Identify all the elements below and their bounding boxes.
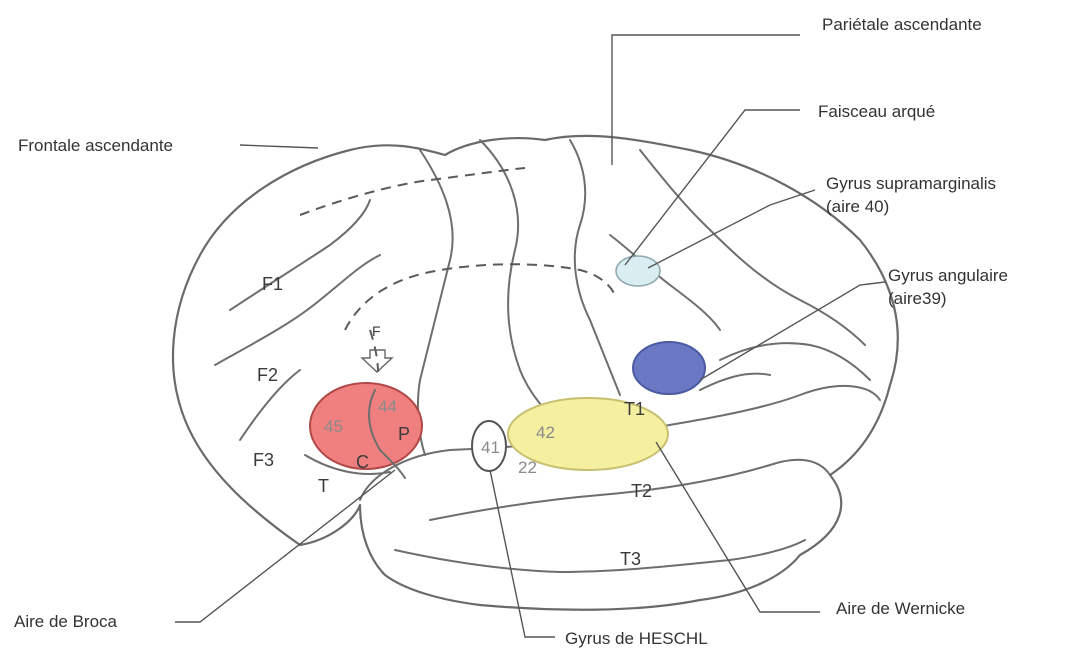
region-f-small: F: [372, 323, 381, 339]
leader-frontale-ascendante: [240, 145, 318, 148]
region-f3: F3: [253, 450, 274, 470]
leader-aire-de-broca: [175, 470, 395, 622]
label-aire-de-wernicke: Aire de Wernicke: [836, 599, 965, 618]
area-45: 45: [324, 417, 343, 436]
leader-faisceau-arque: [625, 110, 800, 265]
area-41: 41: [481, 438, 500, 457]
label-gyrus-supramarginalis: Gyrus supramarginalis: [826, 174, 996, 193]
region-t3: T3: [620, 549, 641, 569]
label-faisceau-arque: Faisceau arqué: [818, 102, 935, 121]
region-c: C: [356, 452, 369, 472]
region-f1: F1: [262, 274, 283, 294]
leader-parietale-ascendante: [612, 35, 800, 165]
postcentral-sulcus: [570, 140, 620, 395]
label-gyrus-de-heschl: Gyrus de HESCHL: [565, 629, 708, 648]
label-gyrus-supramarginalis-aire: (aire 40): [826, 197, 889, 216]
brain-outline: [173, 136, 898, 610]
label-parietale-ascendante: Pariétale ascendante: [822, 15, 982, 34]
label-gyrus-angulaire: Gyrus angulaire: [888, 266, 1008, 285]
angular-sulcus: [700, 374, 770, 390]
area-22: 22: [518, 458, 537, 477]
temporal-sulcus-2: [395, 540, 805, 572]
region-p: P: [398, 424, 410, 444]
angular-gyrus-area: [633, 342, 705, 394]
frontal-sulcus-superior: [230, 200, 370, 310]
leader-gyrus-de-heschl: [490, 470, 555, 637]
label-gyrus-angulaire-aire: (aire39): [888, 289, 947, 308]
area-42: 42: [536, 423, 555, 442]
label-aire-de-broca: Aire de Broca: [14, 612, 118, 631]
area-44: 44: [378, 397, 397, 416]
leader-aire-de-wernicke: [656, 442, 820, 612]
region-t1: T1: [624, 399, 645, 419]
region-t: T: [318, 476, 329, 496]
ventricle-dashed-upper: [300, 168, 525, 215]
region-f2: F2: [257, 365, 278, 385]
leader-gyrus-supramarginalis: [648, 190, 815, 268]
ventricle-dashed-arc: [345, 264, 615, 330]
supramarginal-gyrus-area: [616, 256, 660, 286]
label-frontale-ascendante: Frontale ascendante: [18, 136, 173, 155]
frontal-sulcus-inferior: [215, 255, 380, 365]
region-t2: T2: [631, 481, 652, 501]
precentral-sulcus: [418, 150, 453, 455]
central-sulcus: [480, 140, 560, 425]
